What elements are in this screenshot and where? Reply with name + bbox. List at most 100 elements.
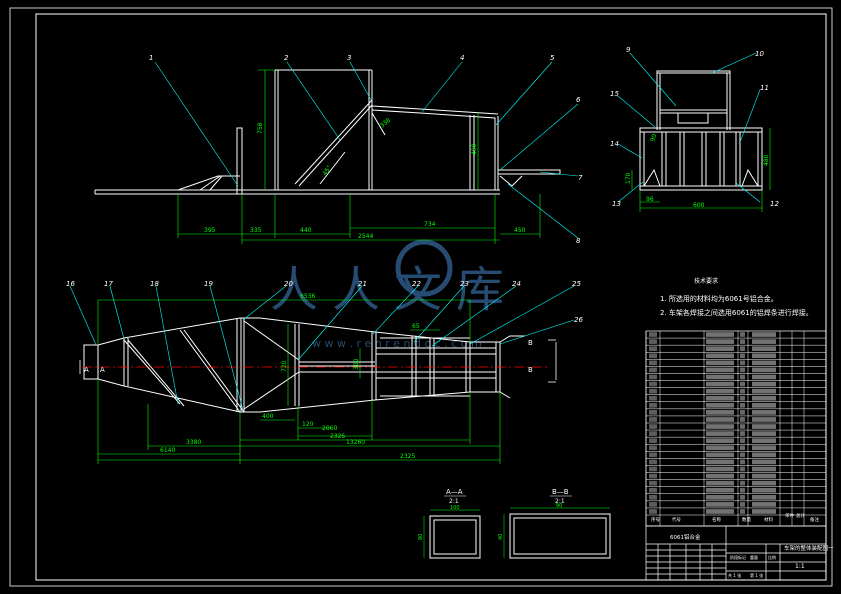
balloon-14: 14 (610, 140, 619, 148)
parts-row-code (706, 431, 734, 436)
balloon-numbers: 1 2 3 4 5 6 7 8 9 10 11 12 13 14 15 16 1… (66, 46, 779, 324)
parts-row-seq (649, 388, 657, 394)
parts-row-seq (649, 459, 657, 465)
outer-border (9, 7, 833, 587)
notes-heading: 技术要求 (694, 277, 718, 285)
section-aa: A—A 2:1 100 80 (418, 488, 481, 559)
parts-row-qty (740, 480, 745, 486)
end-view-dim-text: 600 96 170 480 90 (625, 133, 770, 209)
title-block-text: 6061铝合金 车架的整体装配图一 1:1 共 1 张 第 1 张 比例 重量 … (670, 533, 834, 578)
parts-row-seq (649, 424, 657, 429)
title-drawing-name: 车架的整体装配图一 (784, 544, 834, 552)
title-mark-label: 阶段标记 (730, 554, 746, 560)
parts-row-qty (740, 367, 745, 373)
watermark-text: 人人文库 (270, 262, 518, 318)
section-cut-marks (79, 339, 557, 383)
parts-row-seq (649, 445, 657, 451)
parts-row-qty (740, 388, 745, 394)
parts-header-code: 代号 (672, 516, 681, 523)
section-bb-height: 40 (498, 534, 504, 540)
parts-header-seq: 序号 (651, 516, 660, 523)
parts-row-material (752, 438, 776, 444)
dim-2325: 2325 (330, 433, 345, 440)
technical-notes: 技术要求 1. 所选用的材料均为6061号铝合金。 2. 车架各焊接之间选用60… (660, 277, 813, 317)
parts-row-code (706, 459, 734, 465)
parts-row-material (752, 388, 776, 394)
parts-header-name: 名称 (712, 516, 721, 523)
plan-view-dim-text: 6536 3380 6140 13260 2325 2060 400 120 2… (160, 293, 420, 460)
parts-row-code (706, 374, 734, 380)
dim-480: 480 (763, 154, 770, 166)
parts-row-qty (740, 473, 745, 479)
parts-row-seq (649, 353, 657, 359)
balloon-6: 6 (576, 96, 581, 104)
balloon-15: 15 (610, 90, 619, 98)
parts-row-code (706, 381, 734, 387)
dim-758: 758 (257, 122, 264, 134)
dim-440: 440 (300, 227, 312, 234)
section-bb-title: B—B (552, 488, 569, 496)
dim-angle: 45° (322, 164, 333, 177)
parts-row-material (752, 502, 776, 507)
end-view (639, 70, 763, 191)
parts-row-code (706, 360, 734, 366)
balloon-4: 4 (460, 54, 464, 62)
parts-row-material (752, 353, 776, 359)
parts-header-qty: 数量 (742, 516, 751, 523)
dim-2060: 2060 (322, 425, 337, 432)
parts-row-seq (649, 494, 657, 500)
dim-6536: 6536 (300, 293, 315, 300)
dim-2325b: 2325 (400, 453, 415, 460)
inner-border (35, 13, 827, 581)
dim-65: 65 (412, 323, 420, 330)
parts-row-material (752, 466, 776, 472)
parts-row-seq (649, 374, 657, 380)
dim-400: 400 (262, 413, 274, 420)
balloon-1: 1 (149, 54, 153, 62)
dim-490: 490 (471, 143, 478, 155)
dim-734: 734 (424, 221, 436, 228)
parts-row-code (706, 473, 734, 479)
notes-line-1: 1. 所选用的材料均为6061号铝合金。 (660, 294, 778, 303)
balloon-24: 24 (512, 280, 521, 288)
cut-b-bottom: B (528, 366, 533, 374)
watermark-url: w w w . r e n r e n d o c . c o m (312, 337, 482, 350)
title-weight-label: 重量 (750, 554, 758, 560)
parts-row-material (752, 402, 776, 408)
parts-row-code (706, 466, 734, 472)
leader-lines (69, 52, 761, 411)
parts-row-material (752, 452, 776, 458)
dim-450: 450 (514, 227, 526, 234)
parts-row-material (752, 346, 776, 352)
cut-b-top: B (528, 339, 533, 347)
parts-row-material (752, 367, 776, 373)
parts-row-seq (649, 381, 657, 387)
parts-row-material (752, 424, 776, 429)
balloon-2: 2 (284, 54, 289, 62)
parts-row-seq (649, 466, 657, 472)
balloon-23: 23 (460, 280, 469, 288)
parts-row-qty (740, 452, 745, 458)
parts-row-code (706, 509, 734, 514)
parts-row-seq (649, 431, 657, 436)
parts-row-material (752, 417, 776, 422)
balloon-19: 19 (204, 280, 213, 288)
parts-row-code (706, 402, 734, 408)
balloon-13: 13 (612, 200, 621, 208)
parts-header-material: 材料 (764, 516, 773, 523)
parts-header-total: 总计 (796, 512, 805, 519)
parts-row-seq (649, 402, 657, 408)
balloon-22: 22 (412, 280, 421, 288)
dim-13260: 13260 (346, 439, 365, 446)
section-aa-height: 80 (418, 534, 424, 540)
plan-view-dimensions (97, 299, 501, 464)
balloon-18: 18 (150, 280, 159, 288)
parts-row-code (706, 367, 734, 373)
parts-row-qty (740, 509, 745, 514)
balloon-12: 12 (770, 200, 779, 208)
parts-row-qty (740, 402, 745, 408)
balloon-26: 26 (574, 316, 583, 324)
parts-row-code (706, 452, 734, 458)
section-bb-width: 90 (556, 503, 562, 509)
parts-row-seq (649, 346, 657, 352)
